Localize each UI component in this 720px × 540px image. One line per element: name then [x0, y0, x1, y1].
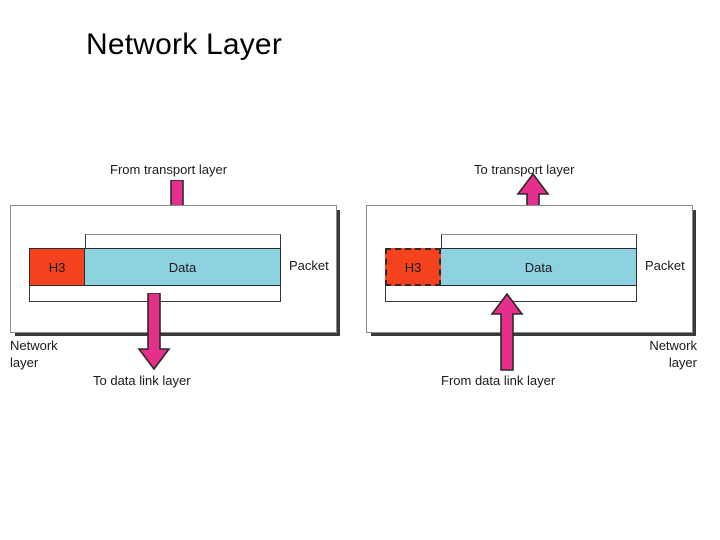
caption-to-transport-layer: To transport layer [474, 162, 575, 177]
network-layer-caption-left: Network layer [10, 337, 58, 371]
network-layer-caption-left-line2: layer [10, 355, 39, 370]
data-block: Data [441, 248, 637, 286]
network-layer-caption-left-line1: Network [10, 338, 58, 353]
arrow-down-to-data-link [137, 292, 171, 376]
packet-label-right: Packet [645, 258, 685, 273]
caption-from-data-link-layer: From data link layer [441, 373, 556, 388]
network-layer-caption-right: Network layer [570, 337, 697, 371]
page-title: Network Layer [86, 28, 283, 61]
packet-label-left: Packet [289, 258, 329, 273]
caption-to-data-link-layer: To data link layer [93, 373, 191, 388]
bracket-payload-upper-right [441, 234, 637, 248]
bracket-payload-upper-left [85, 234, 281, 248]
packet-bar-sending: H3 Data [29, 248, 281, 286]
network-layer-box-receiving: H3 Data Packet [366, 205, 693, 333]
header-block-h3-dashed: H3 [385, 248, 441, 286]
header-block-h3: H3 [29, 248, 85, 286]
packet-bar-receiving: H3 Data [385, 248, 637, 286]
network-layer-caption-right-line1: Network [649, 338, 697, 353]
caption-from-transport-layer: From transport layer [110, 162, 228, 177]
data-block: Data [85, 248, 281, 286]
network-layer-box-sending: H3 Data Packet [10, 205, 337, 333]
arrow-up-from-data-link [490, 292, 524, 376]
network-layer-caption-right-line2: layer [668, 355, 697, 370]
